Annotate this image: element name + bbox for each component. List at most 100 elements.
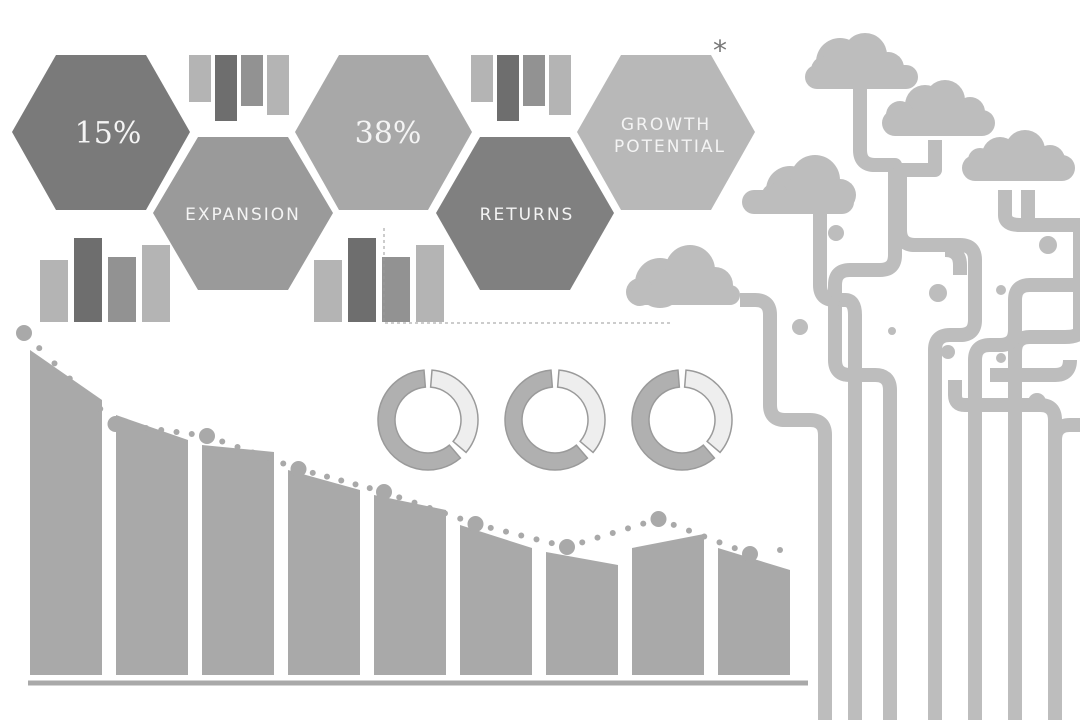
trend-dot-small xyxy=(234,444,241,450)
mini-bar xyxy=(108,257,136,322)
area-bar xyxy=(30,350,102,675)
trend-dot-small xyxy=(66,375,73,382)
mini-bar xyxy=(189,55,211,102)
dashed-guide xyxy=(383,228,670,324)
pipes xyxy=(740,80,1080,720)
trend-dot-small xyxy=(309,469,316,476)
trend-point xyxy=(376,484,392,500)
trend-dot-small xyxy=(731,545,738,552)
donut-charts xyxy=(377,369,733,471)
mini-bar xyxy=(142,245,170,322)
mini-bar-group-3 xyxy=(40,238,170,322)
area-bar xyxy=(288,470,360,675)
trend-dot-small xyxy=(670,521,677,528)
area-bar xyxy=(116,415,188,675)
trend-dot-small xyxy=(352,481,359,488)
area-bar xyxy=(374,495,446,675)
trend-dot-small xyxy=(487,524,494,531)
donut-segment-dark xyxy=(631,369,716,471)
donut-segment-dark xyxy=(504,369,589,471)
donut-segment-light xyxy=(556,369,606,454)
trend-dot-small xyxy=(188,431,195,437)
cloud-icon xyxy=(805,33,918,89)
trend-dot-small xyxy=(426,505,433,511)
mini-bar xyxy=(215,55,237,121)
trend-dot-small xyxy=(51,360,58,367)
trend-point xyxy=(742,546,758,562)
trend-dot-small xyxy=(609,530,616,536)
trend-point xyxy=(199,428,215,444)
trend-dot-small xyxy=(338,477,345,484)
hexagon-38-percent: 38% xyxy=(295,55,472,210)
trend-dot-small xyxy=(249,449,256,456)
trend-dot-small xyxy=(411,499,418,506)
mini-bar-group-2 xyxy=(471,55,571,121)
label-potential: POTENTIAL xyxy=(614,137,726,157)
hexagon-growth-potential: GROWTH POTENTIAL xyxy=(577,55,755,210)
hexagon-15-percent: 15% xyxy=(12,55,190,210)
donut-segment-dark xyxy=(377,369,462,471)
trend-dot-small xyxy=(548,540,555,547)
mini-bar xyxy=(74,238,102,322)
donut-segment-light xyxy=(429,369,479,454)
label-returns: RETURNS xyxy=(480,205,575,225)
area-bar xyxy=(202,445,274,675)
trend-dot-small xyxy=(219,438,226,445)
cloud-icon xyxy=(962,130,1075,181)
trend-dot-small xyxy=(640,520,647,527)
cloud-icons xyxy=(626,33,1075,308)
mini-bar xyxy=(267,55,289,115)
trend-dot-small xyxy=(127,423,134,429)
mini-bar-group-1 xyxy=(189,55,289,121)
label-growth: GROWTH xyxy=(621,115,711,135)
mini-bar xyxy=(314,260,342,322)
trend-dot-small xyxy=(82,390,88,397)
mini-bar-group-4 xyxy=(314,238,444,322)
trend-dot-small xyxy=(36,345,43,352)
percent-38: 38% xyxy=(355,116,422,151)
trend-dot-small xyxy=(686,527,692,534)
trend-dot-small xyxy=(594,534,601,541)
decorative-dots xyxy=(792,225,1057,411)
donut-segment-light xyxy=(683,369,733,454)
cloud-icon xyxy=(626,245,740,308)
area-bar xyxy=(632,534,704,675)
trend-dot-small xyxy=(324,473,330,480)
dotted-trend-line xyxy=(16,325,783,562)
mini-bar xyxy=(348,238,376,322)
trend-dot-small xyxy=(716,539,723,546)
trend-dot-small xyxy=(158,427,165,433)
mini-bar xyxy=(40,260,68,322)
gear-icon xyxy=(1041,295,1065,319)
asterisk-mark: * xyxy=(713,34,727,67)
trend-dot-small xyxy=(280,460,287,467)
mini-bar xyxy=(416,245,444,322)
area-bar xyxy=(460,525,532,675)
trend-point xyxy=(16,325,32,341)
trend-dot-small xyxy=(503,528,509,535)
trend-dot-small xyxy=(265,455,271,461)
area-bar xyxy=(718,548,790,675)
mini-bar xyxy=(523,55,545,106)
trend-dot-small xyxy=(97,405,104,412)
trend-dot-small xyxy=(457,515,464,522)
trend-point xyxy=(290,461,307,477)
area-bar xyxy=(546,552,618,675)
cloud-icon xyxy=(882,80,995,136)
trend-dot-small xyxy=(625,525,631,532)
hexagon-returns: RETURNS xyxy=(436,137,614,290)
trend-dot-small xyxy=(701,533,708,540)
trend-dot-small xyxy=(396,494,403,501)
mini-bar xyxy=(471,55,493,102)
mini-bar xyxy=(549,55,571,115)
trend-dot-small xyxy=(173,429,180,435)
trend-point xyxy=(107,416,124,432)
cloud-icon xyxy=(742,155,856,214)
percent-15: 15% xyxy=(75,116,142,151)
trend-dot-small xyxy=(143,425,149,431)
trend-point xyxy=(650,511,667,527)
trend-point xyxy=(559,539,575,555)
area-bar-chart xyxy=(30,350,790,675)
trend-point xyxy=(467,516,484,532)
